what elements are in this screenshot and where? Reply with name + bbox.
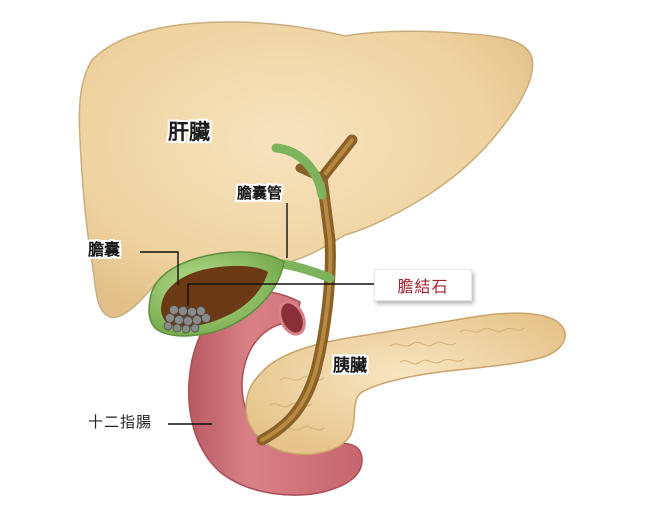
leader-lines: [140, 203, 374, 425]
gallstones-cluster: [163, 305, 211, 334]
label-gallbladder: 膽囊: [88, 240, 121, 259]
label-duodenum: 十二指腸: [88, 413, 153, 431]
hepatic-duct-green: [271, 143, 327, 200]
common-bile-duct-highlight: [260, 138, 354, 442]
label-pancreas: 胰臟: [333, 356, 367, 376]
duodenum-shape: [188, 290, 363, 496]
label-liver: 肝臟: [168, 119, 210, 144]
gallstones-callout: 膽結石: [374, 269, 472, 301]
duodenum-opening: [278, 300, 306, 336]
label-gallstones: 膽結石: [397, 277, 449, 296]
leader-gallstones: [187, 283, 374, 306]
leader-gallbladder: [140, 251, 179, 285]
label-cystic-duct: 膽囊管: [237, 184, 283, 202]
